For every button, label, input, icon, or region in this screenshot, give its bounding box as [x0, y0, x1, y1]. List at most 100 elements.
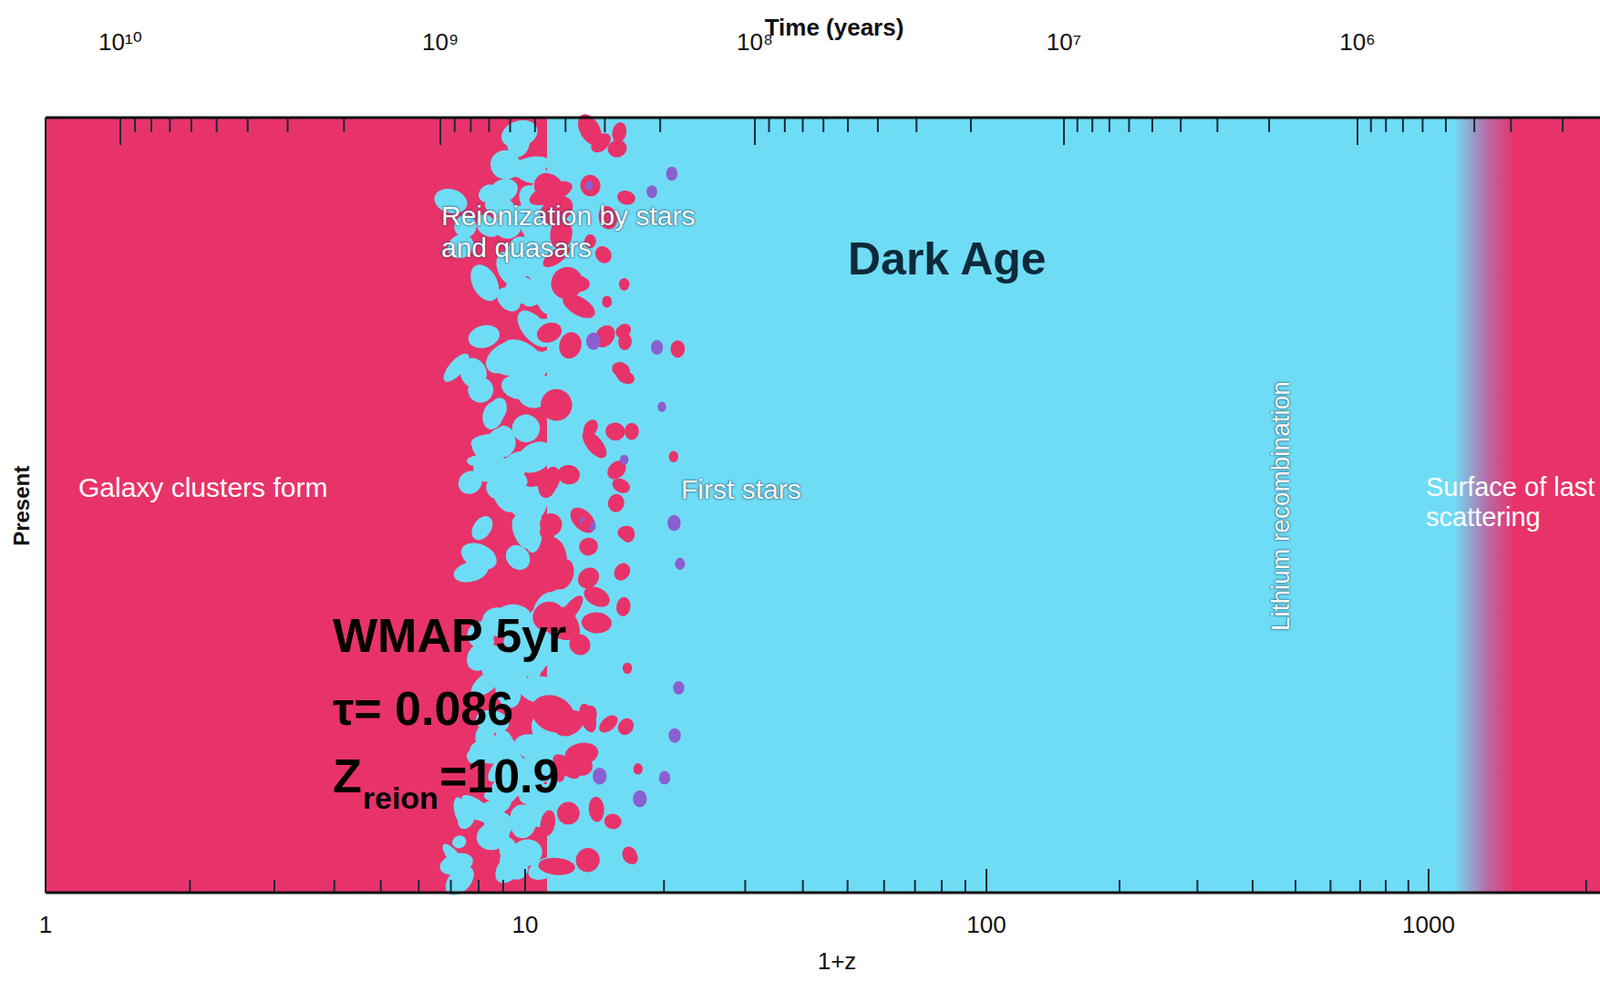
axis-tick: [1127, 117, 1130, 133]
tick-label: 1000: [1402, 911, 1456, 940]
axis-tick: [985, 868, 988, 893]
neutral-band: [547, 117, 1456, 893]
result-label: τ= 0.086: [332, 681, 514, 737]
axis-tick: [450, 879, 453, 893]
ionized-bubble: [617, 332, 633, 351]
ionized-bubble: [624, 423, 640, 441]
axis-tick: [1561, 117, 1564, 133]
axis-tick: [846, 117, 849, 133]
ionized-bubble: [601, 295, 612, 308]
axis-tick: [768, 117, 771, 133]
axis-tick: [1384, 879, 1387, 893]
ionized-bubble: [610, 559, 634, 584]
axis-tick: [1427, 868, 1430, 893]
ionized-bubble: [577, 536, 600, 558]
ionized-bubble: [592, 767, 607, 785]
axis-tick: [659, 117, 661, 133]
axis-tick: [662, 879, 665, 893]
ionized-bubble: [505, 125, 534, 159]
ionized-bubble: [604, 421, 627, 443]
ionized-bubble: [620, 526, 635, 543]
axis-tick: [1509, 117, 1512, 133]
ionized-bubble: [633, 763, 643, 775]
axis-tick: [915, 117, 918, 133]
axis-tick: [1091, 117, 1094, 133]
axis-tick: [1063, 117, 1065, 145]
ionized-bubble: [544, 260, 589, 306]
tick-label: 10¹⁰: [98, 29, 143, 57]
axis-tick: [1251, 879, 1254, 893]
band-bottom-edge: [45, 891, 1600, 895]
axis-tick: [190, 117, 193, 133]
result-label: Z: [332, 749, 362, 805]
axis-tick: [439, 117, 442, 145]
ionized-bubble: [577, 702, 600, 730]
axis-tick: [802, 117, 805, 133]
axis-tick: [273, 879, 276, 893]
tick-label: 10⁹: [422, 29, 459, 57]
ionized-bubble: [565, 503, 600, 538]
ionized-bubble: [586, 332, 601, 351]
era-label: Surface of last scattering: [1425, 472, 1596, 534]
ionized-bubble: [657, 402, 666, 413]
axis-title: 1+z: [817, 948, 857, 976]
axis-tick: [970, 117, 972, 133]
axis-tick: [1445, 117, 1447, 133]
axis-tick: [883, 879, 886, 893]
ionized-bubble: [591, 242, 615, 267]
ionized-bubble: [672, 681, 684, 695]
ionized-bubble: [578, 426, 611, 463]
axis-tick: [168, 117, 171, 133]
era-label: Galaxy clusters form: [78, 472, 334, 505]
axis-tick: [380, 879, 382, 893]
axis-tick: [564, 117, 567, 133]
ionized-bubble: [580, 611, 612, 635]
tick-label: 10: [512, 911, 539, 940]
axis-tick: [753, 117, 756, 145]
axis-tick: [1356, 117, 1359, 145]
axis-tick: [216, 117, 218, 133]
ionized-bubble: [539, 387, 574, 423]
axis-tick: [1402, 117, 1404, 133]
axis-tick: [487, 117, 490, 133]
axis-tick: [1359, 879, 1362, 893]
axis-tick: [1329, 879, 1332, 893]
axis-tick: [188, 879, 191, 893]
ionized-bubble: [556, 464, 581, 486]
axis-tick: [454, 117, 456, 133]
axis-tick: [1421, 117, 1424, 133]
ionized-bubble: [669, 451, 679, 463]
band-left-edge: [44, 117, 47, 893]
result-subscript: reion: [362, 780, 439, 816]
ionized-bubble: [606, 492, 627, 514]
axis-tick: [603, 117, 606, 133]
era-title: Dark Age: [847, 233, 1047, 287]
ionized-bubble: [493, 423, 517, 454]
tick-label: 1: [39, 911, 52, 940]
axis-tick: [877, 117, 879, 133]
axis-tick: [509, 117, 512, 133]
ionized-bubble: [563, 740, 601, 769]
axis-tick: [1076, 117, 1079, 133]
ionized-bubble: [580, 582, 614, 612]
axis-tick: [287, 117, 290, 133]
axis-tick: [1179, 117, 1182, 133]
ionized-bubble: [650, 340, 663, 355]
ionized-bubble: [465, 321, 503, 351]
ionized-bubble: [596, 712, 621, 737]
ionized-bubble: [646, 185, 658, 198]
axis-tick: [743, 879, 746, 893]
ionized-bubble: [585, 180, 594, 190]
axis-tick: [964, 879, 967, 893]
band-top-edge: [45, 116, 1600, 120]
axis-tick: [1585, 879, 1588, 893]
axis-tick: [534, 117, 537, 133]
axis-tick: [846, 879, 849, 893]
axis-tick: [1473, 117, 1476, 133]
axis-ticks: [45, 117, 1587, 893]
ionized-bubble: [670, 340, 685, 358]
axis-tick: [134, 117, 136, 133]
axis-end-label: Present: [9, 465, 35, 547]
ionized-bubble: [581, 517, 591, 529]
result-label: WMAP 5yr: [332, 609, 567, 664]
